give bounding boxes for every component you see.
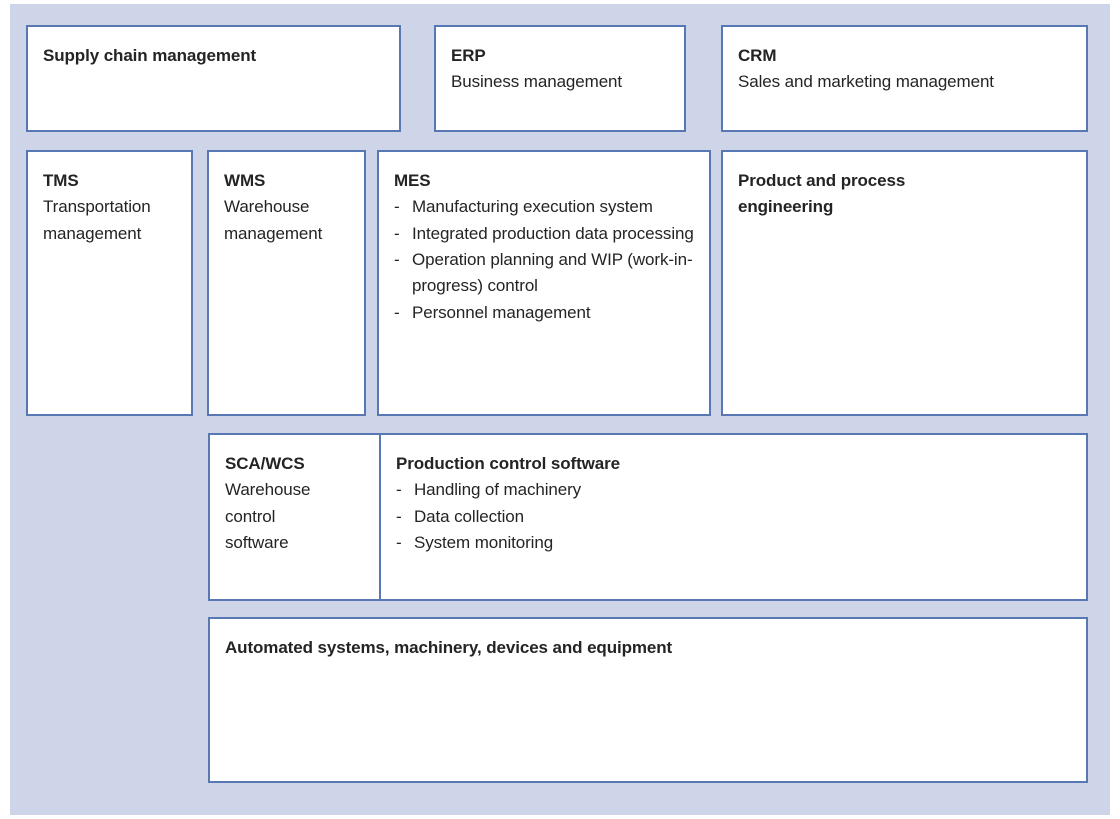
box-erp[interactable]: ERP Business management xyxy=(434,25,686,132)
dash-bullet-icon: - xyxy=(394,197,400,217)
box-subtitle-line-1: Warehouse xyxy=(225,480,311,500)
list-item: - Data collection xyxy=(396,504,1071,530)
box-title-line-2: engineering xyxy=(738,197,834,217)
box-title-line-1: Product and process xyxy=(738,171,906,190)
list-item-label: Manufacturing execution system xyxy=(412,197,653,217)
box-title: WMS xyxy=(224,171,266,190)
box-title: TMS xyxy=(43,171,79,190)
box-crm[interactable]: CRM Sales and marketing management xyxy=(721,25,1088,132)
box-tms[interactable]: TMS Transportation management xyxy=(26,150,193,416)
box-control-layer[interactable]: SCA/WCS Warehouse control software Produ… xyxy=(208,433,1088,601)
box-subtitle: Sales and marketing management xyxy=(738,72,994,92)
box-bullet-list: - Manufacturing execution system - Integ… xyxy=(394,194,694,326)
list-item: - Operation planning and WIP (work-in-pr… xyxy=(394,247,694,300)
box-subtitle-line-2: management xyxy=(43,223,142,243)
box-mes[interactable]: MES - Manufacturing execution system - I… xyxy=(377,150,711,416)
box-wms[interactable]: WMS Warehouse management xyxy=(207,150,366,416)
box-title: SCA/WCS xyxy=(225,454,305,473)
box-bullet-list: - Handling of machinery - Data collectio… xyxy=(396,477,1071,556)
list-item: - Integrated production data processing xyxy=(394,221,694,247)
box-supply-chain-management[interactable]: Supply chain management xyxy=(26,25,401,132)
list-item-label: Data collection xyxy=(414,506,525,526)
list-item-label: Integrated production data processing xyxy=(412,223,694,243)
box-subtitle-line-2: control xyxy=(225,506,276,526)
box-subtitle-line-1: Transportation xyxy=(43,197,151,217)
list-item: - Handling of machinery xyxy=(396,477,1071,503)
list-item-label: Handling of machinery xyxy=(414,480,582,500)
box-title: ERP xyxy=(451,46,486,65)
box-title: Supply chain management xyxy=(43,46,257,65)
dash-bullet-icon: - xyxy=(394,250,400,270)
dash-bullet-icon: - xyxy=(396,533,402,553)
box-subtitle-line-3: software xyxy=(225,533,289,553)
dash-bullet-icon: - xyxy=(394,302,400,322)
box-production-control-software[interactable]: Production control software - Handling o… xyxy=(381,435,1086,599)
list-item-label: Operation planning and WIP (work-in-prog… xyxy=(412,250,693,296)
list-item-label: Personnel management xyxy=(412,302,591,322)
box-title: CRM xyxy=(738,46,777,65)
box-subtitle-line-2: management xyxy=(224,223,323,243)
box-subtitle: Business management xyxy=(451,72,623,92)
list-item: - System monitoring xyxy=(396,530,1071,556)
dash-bullet-icon: - xyxy=(396,480,402,500)
list-item-label: System monitoring xyxy=(414,533,554,553)
box-subtitle-line-1: Warehouse xyxy=(224,197,310,217)
box-title: Automated systems, machinery, devices an… xyxy=(225,638,673,657)
box-automated-systems[interactable]: Automated systems, machinery, devices an… xyxy=(208,617,1088,783)
list-item: - Personnel management xyxy=(394,300,694,326)
box-title: MES xyxy=(394,171,431,190)
dash-bullet-icon: - xyxy=(394,223,400,243)
box-product-and-process-engineering[interactable]: Product and process engineering xyxy=(721,150,1088,416)
dash-bullet-icon: - xyxy=(396,506,402,526)
box-title: Production control software xyxy=(396,454,620,473)
box-sca-wcs[interactable]: SCA/WCS Warehouse control software xyxy=(210,435,381,599)
list-item: - Manufacturing execution system xyxy=(394,194,694,220)
